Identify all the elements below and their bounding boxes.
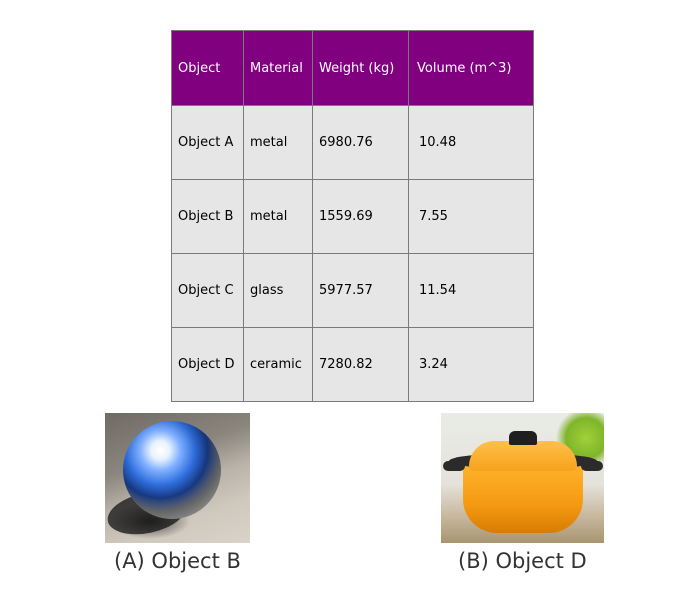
- pot-knob: [509, 431, 537, 445]
- cell-material: ceramic: [243, 327, 313, 402]
- cell-object: Object C: [171, 253, 244, 328]
- pot-body: [463, 461, 583, 533]
- cell-material: metal: [243, 179, 313, 254]
- cell-weight: 1559.69: [312, 179, 409, 254]
- cell-object: Object B: [171, 179, 244, 254]
- mirror-sphere: [123, 421, 221, 519]
- cell-volume: 11.54: [408, 253, 534, 328]
- cell-weight: 7280.82: [312, 327, 409, 402]
- caption-b: (B) Object D: [458, 549, 587, 573]
- orange-pot-image: [441, 413, 604, 543]
- pot-handle-right: [581, 461, 603, 471]
- cell-object: Object A: [171, 105, 244, 180]
- cell-object: Object D: [171, 327, 244, 402]
- header-object: Object: [171, 30, 244, 106]
- mirror-sphere-image: [105, 413, 250, 543]
- cell-material: glass: [243, 253, 313, 328]
- header-material: Material: [243, 30, 313, 106]
- cell-volume: 7.55: [408, 179, 534, 254]
- table-header-row: Object Material Weight (kg) Volume (m^3): [171, 30, 534, 106]
- cell-weight: 6980.76: [312, 105, 409, 180]
- caption-a: (A) Object B: [114, 549, 241, 573]
- header-weight: Weight (kg): [312, 30, 409, 106]
- pot-lid: [469, 441, 577, 471]
- table-row: Object B metal 1559.69 7.55: [171, 179, 534, 254]
- table-row: Object C glass 5977.57 11.54: [171, 253, 534, 328]
- cell-weight: 5977.57: [312, 253, 409, 328]
- pot-handle-left: [443, 461, 465, 471]
- header-volume: Volume (m^3): [408, 30, 534, 106]
- cell-material: metal: [243, 105, 313, 180]
- object-table: Object Material Weight (kg) Volume (m^3)…: [171, 30, 534, 402]
- cell-volume: 10.48: [408, 105, 534, 180]
- cell-volume: 3.24: [408, 327, 534, 402]
- table-row: Object A metal 6980.76 10.48: [171, 105, 534, 180]
- table-row: Object D ceramic 7280.82 3.24: [171, 327, 534, 402]
